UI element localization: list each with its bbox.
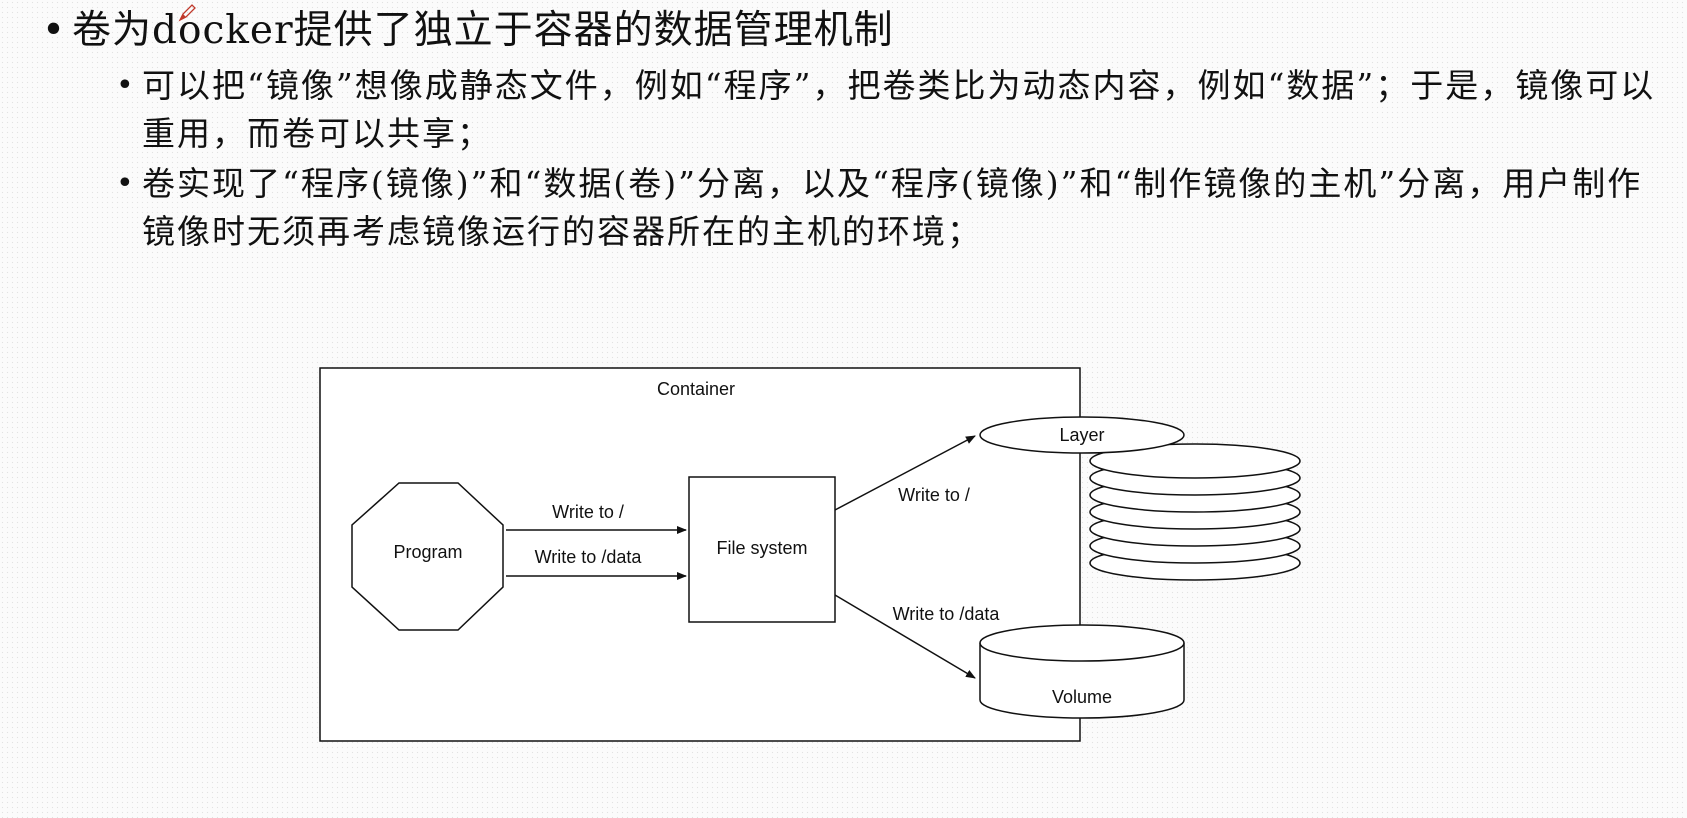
- bullet-dot-icon: •: [116, 166, 136, 201]
- volume-cylinder: [979, 624, 1185, 719]
- arrow-fs-volume-label: Write to /data: [893, 604, 1001, 624]
- main-bullet: •卷为docker提供了独立于容器的数据管理机制: [42, 6, 894, 56]
- arrow-fs-layer-label: Write to /: [898, 485, 970, 505]
- sub-bullet-2: • 卷实现了“程序(镜像)”和“数据(卷)”分离，以及“程序(镜像)”和“制作镜…: [116, 160, 1676, 256]
- pen-icon: [178, 4, 196, 22]
- layer-stack: [1089, 443, 1301, 581]
- sub-bullet-1: • 可以把“镜像”想像成静态文件，例如“程序”，把卷类比为动态内容，例如“数据”…: [116, 62, 1676, 158]
- arrow-fs-layer: [834, 435, 976, 511]
- container-label: Container: [657, 379, 735, 399]
- layer-ellipse: [979, 416, 1185, 454]
- sub-bullet-1-text: 可以把“镜像”想像成静态文件，例如“程序”，把卷类比为动态内容，例如“数据”；于…: [142, 66, 1656, 153]
- volume-diagram: Container Program Write to / Write to /d…: [319, 367, 1301, 742]
- arrow-fs-volume: [834, 594, 976, 679]
- main-bullet-text: 卷为docker提供了独立于容器的数据管理机制: [72, 8, 894, 53]
- program-octagon: [351, 482, 504, 631]
- filesystem-label: File system: [716, 538, 807, 558]
- layer-label: Layer: [1059, 425, 1104, 445]
- program-label: Program: [393, 542, 462, 562]
- arrow-write-data-label: Write to /data: [535, 547, 643, 567]
- bullet-dot-icon: •: [42, 8, 67, 53]
- arrow-write-root-label: Write to /: [552, 502, 624, 522]
- bullet-dot-icon: •: [116, 68, 136, 103]
- volume-label: Volume: [1052, 687, 1112, 707]
- filesystem-box: [688, 476, 836, 623]
- sub-bullet-2-text: 卷实现了“程序(镜像)”和“数据(卷)”分离，以及“程序(镜像)”和“制作镜像的…: [142, 164, 1643, 251]
